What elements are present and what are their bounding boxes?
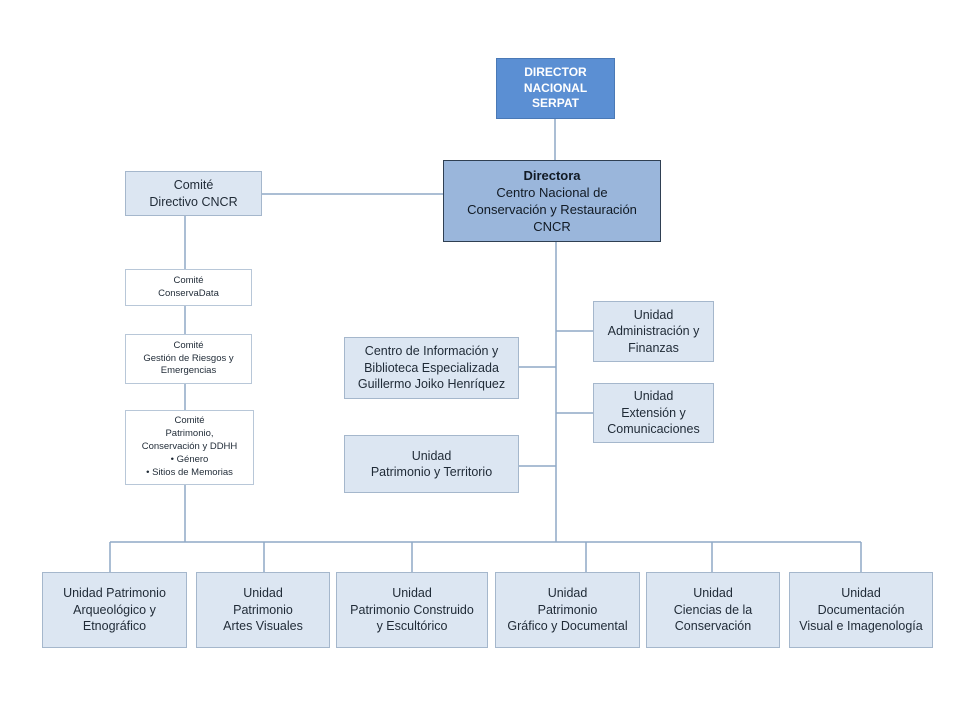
unidad-territorio-line2: Patrimonio y Territorio xyxy=(370,465,493,479)
director-line2: NACIONAL xyxy=(523,80,588,95)
comite-directivo-box: Comité Directivo CNCR xyxy=(125,171,262,216)
bottom-unit-4-line1: Unidad xyxy=(547,586,588,601)
comite-riesgos-box: Comité Gestión de Riesgos y Emergencias xyxy=(125,334,252,384)
directora-line1: Centro Nacional de xyxy=(496,184,608,200)
unidad-arqueologico-box: Unidad Patrimonio Arqueológico y Etnográ… xyxy=(42,572,187,648)
unidad-extension-line2: Extensión y xyxy=(621,405,686,420)
bottom-unit-6-line3: Visual e Imagenología xyxy=(799,619,923,634)
comite-riesgos-line3: Emergencias xyxy=(160,365,217,377)
comite-patrimonio-line1: Comité xyxy=(174,415,205,427)
comite-conservadata-box: Comité ConservaData xyxy=(125,269,252,306)
bottom-unit-2-line2: Patrimonio xyxy=(233,602,293,617)
comite-patrimonio-line3: Conservación y DDHH xyxy=(141,441,238,453)
comite-riesgos-line2: Gestión de Riesgos y xyxy=(143,352,234,364)
comite-directivo-line2: Directivo CNCR xyxy=(149,194,238,209)
bottom-unit-6-line1: Unidad xyxy=(841,586,881,601)
unidad-extension-line1: Unidad xyxy=(633,389,674,404)
bottom-unit-3-line2: Patrimonio Construido xyxy=(350,602,474,617)
comite-patrimonio-line2: Patrimonio, xyxy=(165,428,214,440)
unidad-extension-box: Unidad Extensión y Comunicaciones xyxy=(593,383,714,443)
bottom-unit-4-line2: Patrimonio xyxy=(537,602,598,617)
bottom-unit-1-line1: Unidad Patrimonio xyxy=(63,586,166,601)
bottom-unit-3-line3: y Escultórico xyxy=(376,619,448,634)
comite-patrimonio-bullet-memorias: Sitios de Memorias xyxy=(146,467,233,480)
unidad-extension-line3: Comunicaciones xyxy=(607,422,700,437)
unidad-territorio-line1: Unidad xyxy=(411,448,452,463)
unidad-territorio-box: Unidad Patrimonio y Territorio xyxy=(344,435,519,493)
unidad-documentacion-box: Unidad Documentación Visual e Imagenolog… xyxy=(789,572,933,648)
directora-title: Directora xyxy=(523,167,581,183)
unidad-construido-box: Unidad Patrimonio Construido y Escultóri… xyxy=(336,572,488,648)
comite-riesgos-line1: Comité xyxy=(173,339,204,351)
comite-patrimonio-box: Comité Patrimonio, Conservación y DDHH G… xyxy=(125,410,254,485)
director-line3: SERPAT xyxy=(532,96,579,111)
bottom-unit-4-line3: Gráfico y Documental xyxy=(507,619,628,634)
centro-info-line2: Biblioteca Especializada xyxy=(364,360,499,375)
unidad-admin-line3: Finanzas xyxy=(628,340,679,355)
bottom-unit-5-line1: Unidad xyxy=(693,586,733,601)
unidad-administracion-box: Unidad Administración y Finanzas xyxy=(593,301,714,362)
centro-info-line1: Centro de Información y xyxy=(364,344,499,359)
directora-box: Directora Centro Nacional de Conservació… xyxy=(443,160,661,242)
unidad-ciencias-box: Unidad Ciencias de la Conservación xyxy=(646,572,780,648)
comite-directivo-line1: Comité xyxy=(173,178,214,192)
bottom-unit-2-line1: Unidad xyxy=(243,586,283,601)
bottom-unit-2-line3: Artes Visuales xyxy=(223,619,303,634)
centro-info-line3: Guillermo Joiko Henríquez xyxy=(357,377,506,392)
bottom-unit-3-line1: Unidad xyxy=(392,586,432,601)
bottom-unit-5-line2: Ciencias de la xyxy=(673,602,753,617)
bottom-unit-5-line3: Conservación xyxy=(674,619,752,634)
unidad-grafico-box: Unidad Patrimonio Gráfico y Documental xyxy=(495,572,640,648)
bottom-unit-6-line2: Documentación xyxy=(817,602,905,617)
centro-informacion-box: Centro de Información y Biblioteca Espec… xyxy=(344,337,519,399)
director-nacional-box: DIRECTOR NACIONAL SERPAT xyxy=(496,58,615,119)
unidad-admin-line1: Unidad xyxy=(633,307,674,322)
directora-line3: CNCR xyxy=(533,219,571,235)
comite-conservadata-line1: Comité xyxy=(173,274,204,286)
comite-conservadata-line2: ConservaData xyxy=(158,287,219,299)
directora-line2: Conservación y Restauración xyxy=(467,202,637,217)
unidad-artes-visuales-box: Unidad Patrimonio Artes Visuales xyxy=(196,572,330,648)
bottom-unit-1-line2: Arqueológico y xyxy=(73,602,156,617)
comite-patrimonio-bullet-genero: Género xyxy=(171,454,209,467)
bottom-unit-1-line3: Etnográfico xyxy=(82,619,147,634)
unidad-admin-line2: Administración y xyxy=(607,324,700,339)
director-line1: DIRECTOR xyxy=(524,64,587,79)
